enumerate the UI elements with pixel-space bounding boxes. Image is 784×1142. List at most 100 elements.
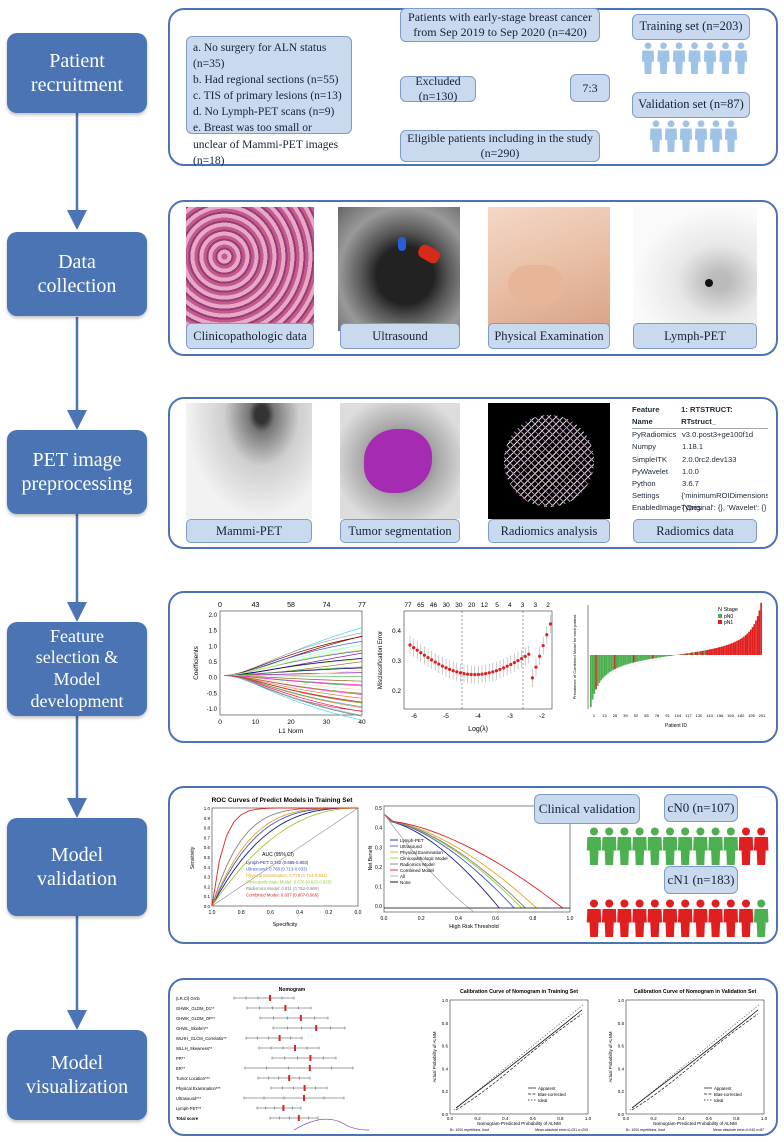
patient-bar <box>615 655 618 669</box>
nomogram-marker <box>303 1095 305 1101</box>
person-icon <box>734 42 748 74</box>
person-icon <box>694 120 708 152</box>
nomogram-row-label: Lymph-PET** <box>176 1106 202 1111</box>
x-tick-label: 30 <box>323 719 331 726</box>
person-icon <box>723 827 739 865</box>
patient-bar <box>608 655 611 673</box>
patient-bar <box>694 651 697 655</box>
patient-bar <box>643 655 646 661</box>
top-tick-label: 5 <box>495 602 499 609</box>
top-tick-label: 46 <box>430 602 438 609</box>
cv-point <box>516 659 520 663</box>
auc-entry: Clinicopathologic Model: 0.676 (0.629-0.… <box>246 880 332 885</box>
cv-point <box>502 666 506 670</box>
top-tick-label: 3 <box>521 602 525 609</box>
table-cell: {'minimumROIDimensions <box>681 490 768 500</box>
table-cell: 1.0.0 <box>682 466 699 476</box>
nomogram-row-label: GHWK_GLDM_OP** <box>176 1016 215 1021</box>
table-cell: v3.0.post3+ge100f1d <box>682 430 754 440</box>
patient-bar <box>610 655 613 672</box>
patient-bar <box>724 645 726 655</box>
cn0-people-icon <box>586 827 769 865</box>
stage-patient-recruitment: Patient recruitment <box>7 33 147 113</box>
nomogram-marker <box>269 995 271 1001</box>
caption-text: Tumor segmentation <box>348 523 452 538</box>
y-tick-label: 0.0 <box>204 904 211 909</box>
cv-point <box>505 664 509 668</box>
y-tick-label: 2.0 <box>209 613 218 619</box>
top-tick-label: 30 <box>443 602 451 609</box>
x-axis-label: Patient ID <box>665 723 687 729</box>
patient-bar <box>662 655 664 657</box>
top-tick-label: 3 <box>533 602 537 609</box>
y-tick-label: 0.2 <box>618 1089 625 1094</box>
x-tick-label: 13 <box>602 713 607 718</box>
cv-point <box>541 643 545 648</box>
x-tick-label: 52 <box>634 713 639 718</box>
person-icon <box>647 827 663 865</box>
cv-point <box>466 672 470 676</box>
apparent-curve <box>631 1009 759 1109</box>
y-tick-label: 0.7 <box>204 835 211 840</box>
radiomics-analysis-image <box>488 403 610 519</box>
patient-bar <box>705 650 707 655</box>
patient-bar <box>602 655 604 679</box>
patient-bar <box>603 655 606 677</box>
nomogram-row-label: WLLH_Skewness** <box>176 1046 213 1051</box>
patient-bar <box>732 642 735 655</box>
cv-point <box>430 658 434 662</box>
x-axis-label: High Risk Threshold <box>449 924 498 930</box>
patient-bar <box>605 655 608 675</box>
table-cell: EnabledImageTypes <box>632 503 702 513</box>
coefficient-path <box>223 635 363 676</box>
x-tick-label: 0.4 <box>678 1116 685 1121</box>
nomogram-row-label: GHWK_GLDM_D1** <box>176 1006 215 1011</box>
x-tick-label: 0.4 <box>296 910 303 916</box>
nomogram-marker <box>297 1115 300 1121</box>
caption-text: Clinicopathologic data <box>193 328 307 343</box>
exclusion-b: b. Had regional sections (n=55) <box>193 74 339 87</box>
stage-model-visualization: Model visualization <box>7 1030 147 1120</box>
doppler-flow-mark <box>398 237 406 251</box>
patient-bar <box>669 655 671 656</box>
nomogram-title: Nomogram <box>279 987 306 993</box>
exclusion-criteria-box: a. No surgery for ALN status (n=35) b. H… <box>186 36 352 167</box>
cv-point <box>534 665 538 669</box>
caption-ultrasound: Ultrasound <box>340 323 460 349</box>
x-tick-label: 10 <box>252 719 260 726</box>
caption-radiomics-analysis: Radiomics analysis <box>488 519 610 543</box>
patient-bar <box>688 653 690 655</box>
patient-bar <box>753 624 756 655</box>
stage-label: Patient recruitment <box>30 50 124 96</box>
cv-point <box>498 667 502 671</box>
x-tick-label: 20 <box>287 719 295 726</box>
patient-bar <box>645 655 647 660</box>
roc-curve <box>211 807 359 907</box>
density-curve <box>293 1118 370 1131</box>
top-tick-label: 30 <box>455 602 463 609</box>
patient-bar <box>736 640 738 655</box>
nomogram-marker <box>315 1025 318 1031</box>
cv-point <box>523 654 527 659</box>
x-tick-label: 0.2 <box>325 910 332 916</box>
top-tick-label: 2 <box>546 602 550 609</box>
plot-frame <box>219 610 363 716</box>
nomogram-row-label: (LR.Cl) Grnb <box>176 996 200 1001</box>
person-icon <box>723 899 739 937</box>
auc-entry: Ultrasound: 0.768 (0.713-0.833) <box>246 867 307 872</box>
table-cell: Python <box>632 478 656 488</box>
x-axis-label: Log(λ) <box>468 726 488 733</box>
legend-label: Ideal <box>714 1098 723 1103</box>
auc-entry: Lymph-PET: 0.742 (0.665-0.803) <box>246 860 309 865</box>
ratio-text: 7:3 <box>582 80 598 95</box>
coefficient-path <box>223 675 363 703</box>
y-tick-label: 0.5 <box>375 806 382 812</box>
legend-label: Bias-corrected <box>538 1092 566 1097</box>
cv-point <box>487 671 491 675</box>
y-tick-label: 1.0 <box>209 644 218 650</box>
person-icon <box>657 42 670 74</box>
top-tick-label: 0 <box>218 602 222 609</box>
patient-bar <box>748 631 750 655</box>
